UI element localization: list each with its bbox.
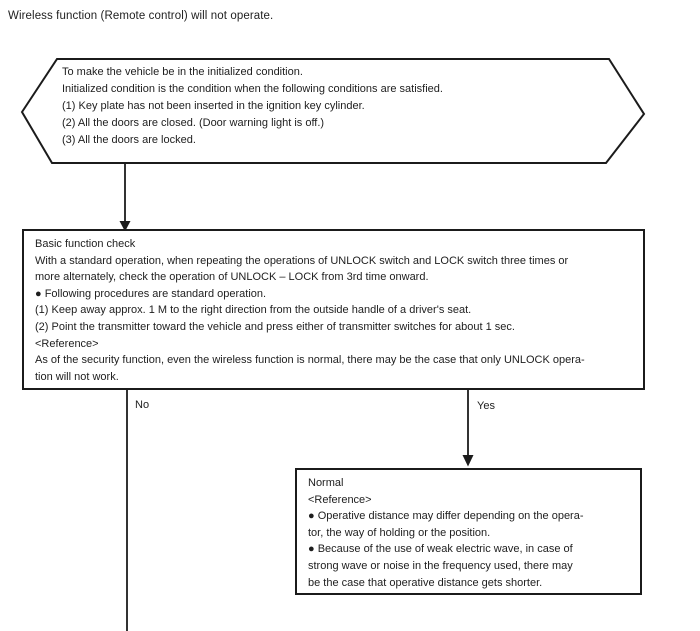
condition-text-line: To make the vehicle be in the initialize… <box>62 66 303 78</box>
basic-check-text-line: <Reference> <box>35 337 99 350</box>
branch-label-yes: Yes <box>477 400 495 412</box>
basic-check-text-line: ● Following procedures are standard oper… <box>35 287 267 300</box>
page-title: Wireless function (Remote control) will … <box>8 10 274 22</box>
basic-check-text-line: With a standard operation, when repeatin… <box>35 254 569 267</box>
condition-text-line: (1) Key plate has not been inserted in t… <box>62 100 365 112</box>
basic-check-text-line: (2) Point the transmitter toward the veh… <box>35 320 515 333</box>
normal-text-line: tor, the way of holding or the position. <box>308 526 491 539</box>
condition-text-line: (3) All the doors are locked. <box>62 134 196 146</box>
condition-text-line: Initialized condition is the condition w… <box>62 83 443 95</box>
basic-check-text-line: As of the security function, even the wi… <box>35 354 585 367</box>
normal-text-line: ● Operative distance may differ dependin… <box>308 510 584 523</box>
normal-text-line: strong wave or noise in the frequency us… <box>308 559 573 572</box>
normal-text-line: ● Because of the use of weak electric wa… <box>308 543 573 556</box>
normal-text-line: be the case that operative distance gets… <box>308 576 543 589</box>
normal-text-line: <Reference> <box>308 493 372 506</box>
basic-check-text-line: (1) Keep away approx. 1 M to the right d… <box>35 304 472 317</box>
initialized-condition-node: To make the vehicle be in the initialize… <box>62 64 443 149</box>
normal-result-node: Normal <Reference> ● Operative distance … <box>295 468 642 595</box>
basic-check-text-line: Basic function check <box>35 238 136 250</box>
basic-check-text-line: tion will not work. <box>35 370 119 383</box>
arrow-down-icon <box>462 455 474 467</box>
normal-text-line: Normal <box>308 477 344 489</box>
branch-label-no: No <box>135 399 150 411</box>
condition-text-line: (2) All the doors are closed. (Door warn… <box>62 117 325 129</box>
basic-function-check-node: Basic function check With a standard ope… <box>22 229 645 390</box>
basic-check-text-line: more alternately, check the operation of… <box>35 271 429 284</box>
